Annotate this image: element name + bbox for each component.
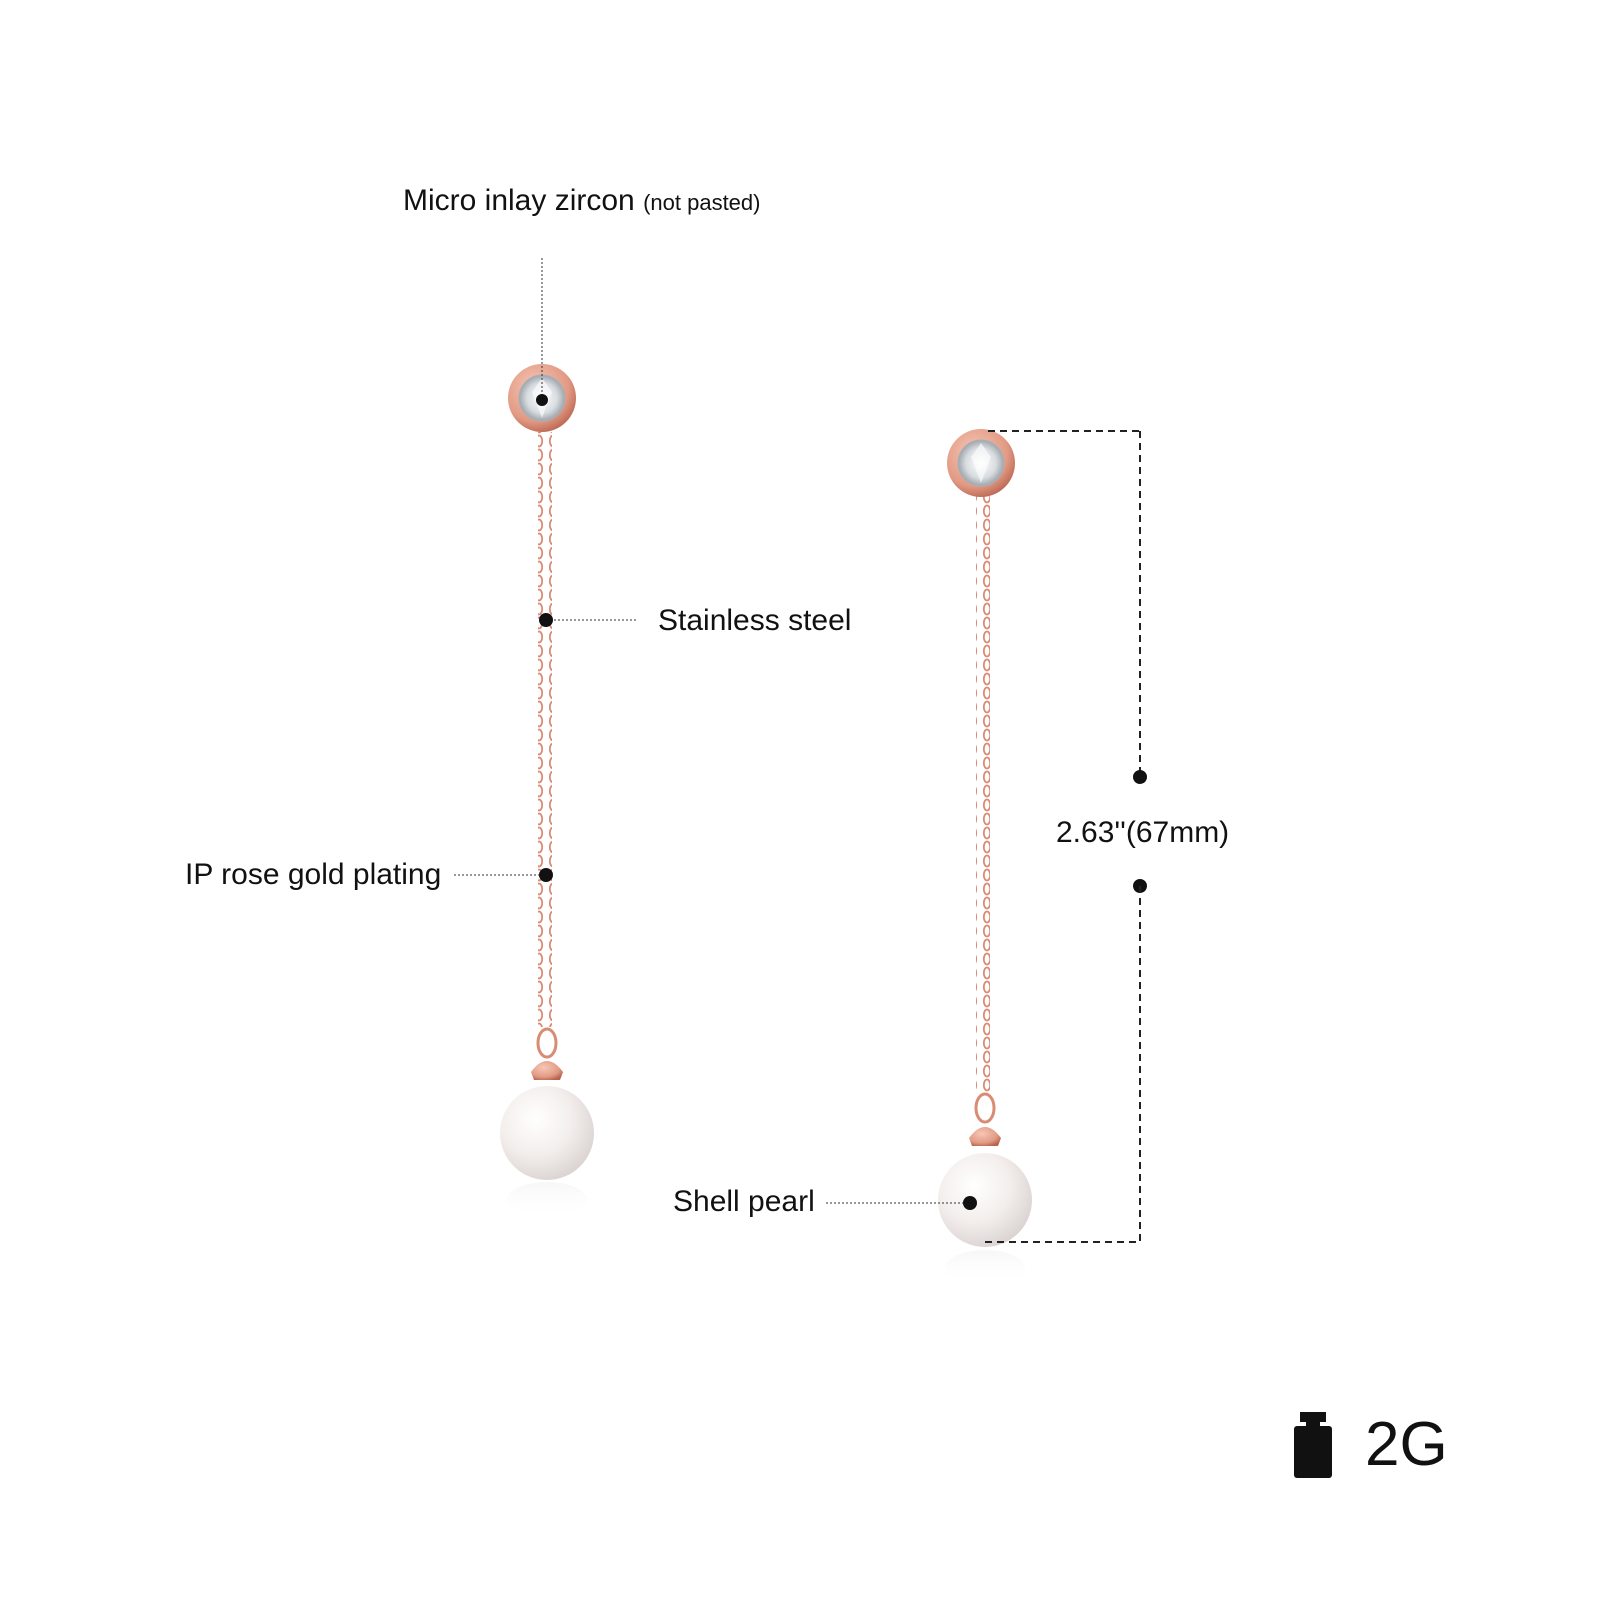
length-marker-top <box>1133 770 1147 784</box>
stainless-label: Stainless steel <box>658 604 852 637</box>
zircon-callout <box>536 258 548 406</box>
zircon-label: Micro inlay zircon (not pasted) <box>403 184 760 218</box>
zircon-label-main: Micro inlay zircon <box>403 184 635 217</box>
left-pearl <box>500 1086 594 1180</box>
length-dimension <box>985 430 1147 1243</box>
left-chain <box>538 432 552 1027</box>
length-label: 2.63''(67mm) <box>1056 816 1230 849</box>
stainless-marker <box>539 613 553 627</box>
zircon-label-sub: (not pasted) <box>643 190 761 215</box>
stainless-callout <box>539 613 638 627</box>
zircon-marker <box>536 394 548 406</box>
plating-callout <box>454 868 553 882</box>
plating-marker <box>539 868 553 882</box>
pearl-marker <box>963 1196 977 1210</box>
right-chain <box>976 496 990 1092</box>
pearl-label: Shell pearl <box>673 1185 815 1218</box>
right-earring <box>938 429 1032 1286</box>
left-jump-ring <box>536 1027 558 1059</box>
right-pearl <box>938 1153 1032 1247</box>
right-pearl-cap <box>969 1127 1001 1146</box>
left-pearl-cap <box>531 1061 563 1080</box>
left-earring <box>500 364 594 1218</box>
weight-value: 2G <box>1365 1410 1448 1479</box>
weight-icon <box>1294 1412 1332 1478</box>
right-jump-ring <box>974 1092 996 1124</box>
plating-label: IP rose gold plating <box>185 858 442 891</box>
pearl-callout <box>826 1196 977 1210</box>
